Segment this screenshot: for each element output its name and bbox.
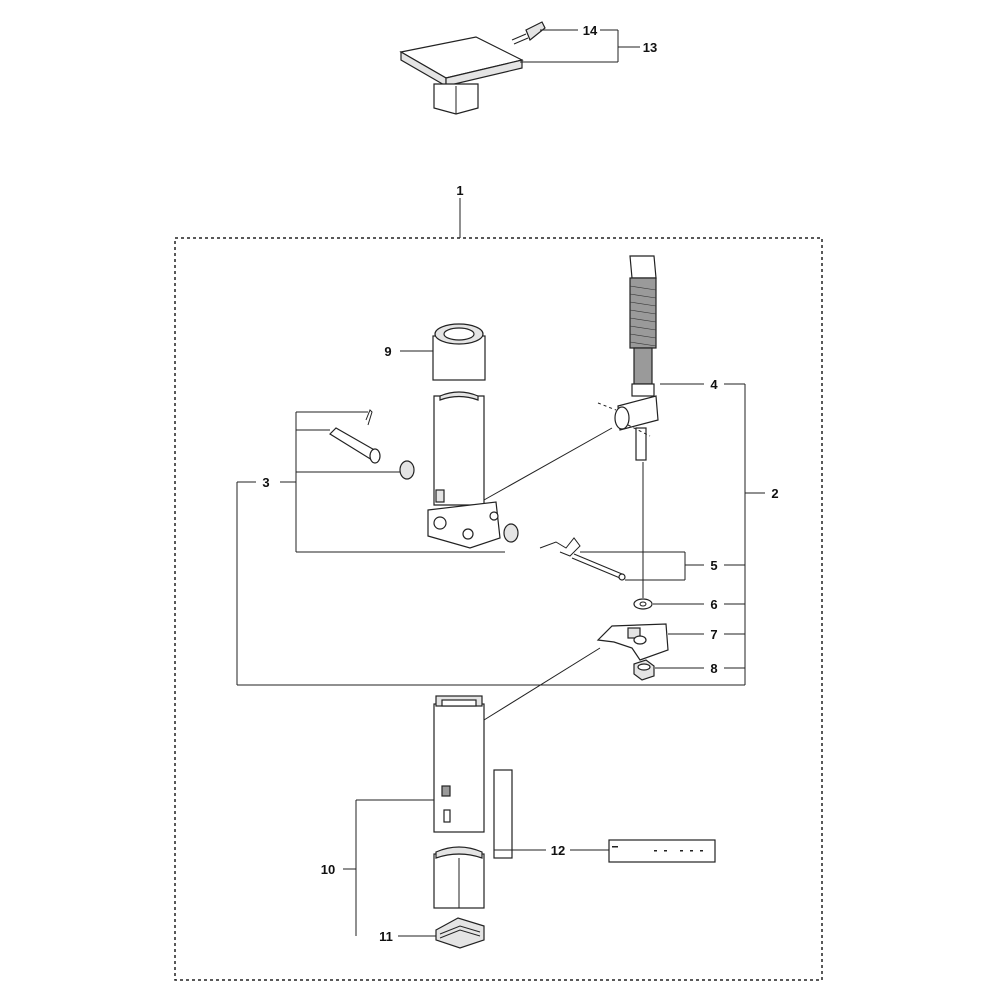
callout-4: 4 — [710, 377, 718, 392]
callout-5: 5 — [710, 558, 717, 573]
top-plate-assembly — [399, 21, 546, 115]
callout-13: 13 — [643, 40, 657, 55]
callout-7: 7 — [710, 627, 717, 642]
callout-12: 12 — [551, 843, 565, 858]
spring-clip-and-pin — [539, 537, 626, 581]
washer — [633, 598, 653, 610]
decal — [608, 839, 716, 863]
lower-sleeve — [433, 846, 485, 909]
hex-nut — [633, 659, 655, 681]
upper-column — [427, 391, 501, 549]
screw-jack — [597, 255, 659, 461]
callout-14: 14 — [583, 23, 598, 38]
lower-column — [433, 695, 485, 833]
callout-1: 1 — [456, 183, 463, 198]
callout-6: 6 — [710, 597, 717, 612]
washer-right — [503, 523, 519, 543]
washer-left — [399, 460, 415, 480]
hinge-pin — [329, 409, 381, 464]
tube-cap — [432, 323, 486, 381]
kit-boundary — [174, 237, 823, 981]
callout-10: 10 — [321, 862, 335, 877]
thumb-screw — [511, 21, 546, 45]
callout-2: 2 — [771, 486, 778, 501]
callout-3: 3 — [262, 475, 269, 490]
foot-cap — [435, 917, 485, 949]
callout-11: 11 — [379, 929, 393, 944]
warning-label — [493, 769, 513, 859]
callout-9: 9 — [384, 344, 391, 359]
callout-8: 8 — [710, 661, 717, 676]
fork-bracket — [596, 623, 669, 661]
